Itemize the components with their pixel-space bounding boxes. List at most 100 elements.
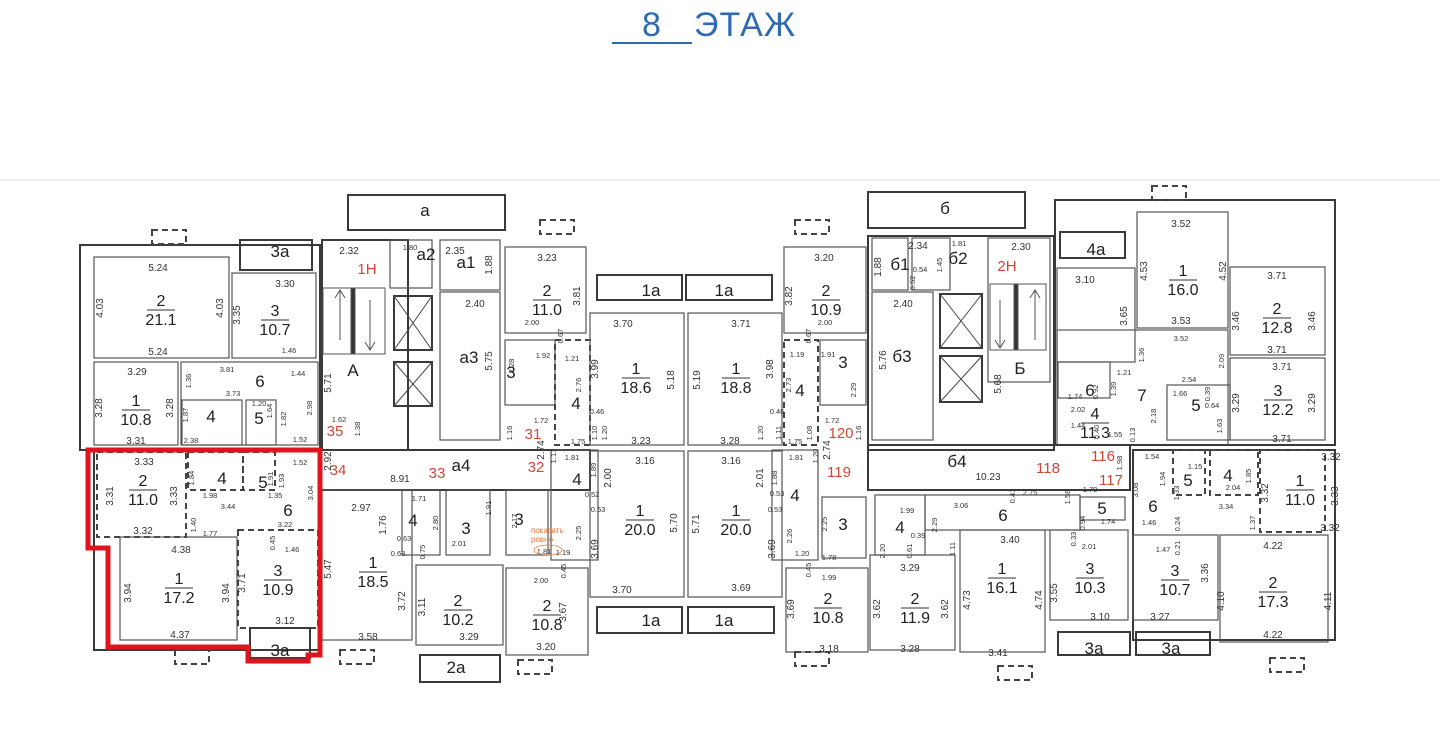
room-area: 12.2 (1262, 402, 1293, 419)
stair-arrow-icon (994, 289, 1041, 349)
dimension-label: 5.70 (669, 513, 680, 533)
room-label[interactable]: 120.0 (720, 503, 751, 539)
room-number: 1 (998, 561, 1007, 578)
room-outline (987, 237, 1051, 383)
dimension-label: 1.80 (403, 243, 418, 252)
stair-rail (1013, 283, 1019, 351)
dimension-label: 1.40 (189, 518, 198, 533)
entrance-marker: 2Н (997, 258, 1016, 275)
room-label[interactable]: 212.8 (1261, 301, 1292, 337)
dimension-label: 3.32 (1260, 483, 1271, 503)
dimension-label: 1.20 (756, 426, 765, 441)
dimension-label: 3.73 (226, 389, 241, 398)
dimension-label: 3.33 (134, 457, 154, 468)
balcony-outline (1259, 449, 1326, 533)
selected-apartment-outline[interactable] (85, 447, 323, 664)
room-number: 2 (454, 593, 463, 610)
dimension-label: 3.33 (169, 486, 180, 506)
room-label[interactable]: 116.0 (1167, 263, 1198, 299)
dimension-label: 2.30 (1011, 242, 1031, 253)
dimension-label: 2.00 (525, 318, 540, 327)
room-number: 3 (1086, 561, 1095, 578)
room-label[interactable]: 120.0 (624, 503, 655, 539)
room-outline (1054, 199, 1336, 446)
room-label[interactable]: 110.8 (120, 393, 151, 429)
dimension-label: 1.75 (571, 437, 586, 446)
room-label[interactable]: 210.8 (812, 591, 843, 627)
room-label[interactable]: 310.7 (1159, 563, 1190, 599)
room-label[interactable]: 116.1 (986, 561, 1017, 597)
room-label[interactable]: 310.9 (262, 563, 293, 599)
dimension-label: 3.94 (123, 583, 134, 603)
dimension-label: 4.52 (1218, 261, 1229, 281)
dimension-label: 0.40 (1092, 425, 1101, 440)
room-area: 10.7 (259, 322, 290, 339)
dimension-label: 3.71 (1267, 345, 1287, 356)
floor-word: ЭТАЖ (694, 6, 797, 44)
room-label[interactable]: 310.7 (259, 303, 290, 339)
dimension-label: 4.37 (170, 630, 190, 641)
room-label[interactable]: 211.0 (128, 473, 158, 509)
room-label[interactable]: 118.6 (620, 361, 651, 397)
dimension-label: 3.46 (1307, 311, 1318, 331)
room-label[interactable]: 312.2 (1262, 383, 1293, 419)
room-label[interactable]: 210.2 (442, 593, 473, 629)
room-label[interactable]: 310.3 (1074, 561, 1105, 597)
dimension-label: 3.53 (1171, 316, 1191, 327)
dimension-label: 1.63 (1215, 419, 1224, 434)
room-label[interactable]: 118.5 (357, 555, 388, 591)
dimension-label: 2.80 (431, 516, 440, 531)
room-area: 11.0 (1285, 492, 1315, 509)
room-outline (504, 339, 556, 406)
dimension-label: 1.33 (1172, 486, 1181, 501)
room-label[interactable]: 111.0 (1285, 473, 1315, 509)
entrance-marker: 34 (330, 462, 347, 479)
space-label: А (347, 361, 359, 380)
room-number: 2 (157, 293, 166, 310)
room-number: 3 (1274, 383, 1283, 400)
room-label[interactable]: 117.2 (163, 571, 194, 607)
stair-rail (350, 287, 356, 355)
dimension-label: 2.02 (1071, 405, 1086, 414)
space-label: б (940, 199, 950, 218)
dimension-label: 0.13 (1128, 428, 1137, 443)
space-label: 5 (1097, 499, 1106, 518)
space-label: 4а (1087, 240, 1106, 259)
dimension-label: 4.03 (215, 298, 226, 318)
room-label[interactable]: 118.8 (720, 361, 751, 397)
dimension-label: 1.91 (266, 472, 275, 487)
room-outline (245, 399, 277, 446)
room-label[interactable]: 211.9 (900, 591, 930, 627)
dimension-label: 3.04 (306, 486, 315, 501)
space-label: 3 (514, 510, 523, 529)
room-label[interactable]: 210.9 (810, 283, 841, 319)
dimension-label: 2.97 (351, 503, 371, 514)
dimension-label: 5.76 (878, 350, 889, 370)
room-outline (119, 536, 238, 641)
room-outline (1136, 211, 1229, 329)
space-label: 3а (1085, 639, 1104, 658)
room-outline (911, 237, 951, 291)
space-label: 1а (642, 611, 661, 630)
dimension-label: 0.45 (804, 563, 813, 578)
dimension-label: 1.46 (1142, 518, 1157, 527)
room-label[interactable]: 211.0 (532, 283, 562, 319)
room-outline (389, 239, 433, 289)
dimension-label: 8.91 (390, 474, 410, 485)
space-label: а2 (417, 245, 436, 264)
room-outline (93, 256, 230, 359)
room-label[interactable]: 217.3 (1257, 575, 1288, 611)
stairs (322, 283, 1047, 355)
dimension-label: 3.99 (590, 359, 601, 379)
room-label[interactable]: 221.1 (145, 293, 176, 329)
space-label: 3 (506, 363, 515, 382)
dimension-label: 3.81 (572, 286, 583, 306)
dimension-label: 1.36 (184, 374, 193, 389)
room-area: 16.0 (1167, 282, 1198, 299)
dimension-label: 2.00 (603, 468, 614, 488)
dimension-label: 1.36 (1137, 348, 1146, 363)
room-area: 11.9 (900, 610, 930, 627)
room-label[interactable]: 210.8 (531, 598, 562, 634)
room-label[interactable]: 411.3 (1080, 406, 1110, 442)
dimension-label: 3.70 (612, 585, 632, 596)
